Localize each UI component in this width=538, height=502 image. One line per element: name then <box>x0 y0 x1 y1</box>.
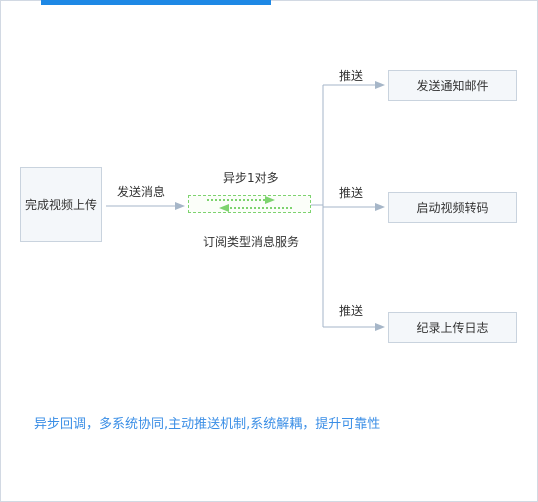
target-label-log: 纪录上传日志 <box>416 321 489 335</box>
summary-text: 异步回调，多系统协同,主动推送机制,系统解耦，提升可靠性 <box>34 417 381 432</box>
top-accent-bar <box>41 0 271 5</box>
subscription-label: 订阅类型消息服务 <box>203 235 300 249</box>
target-box-transcode: 启动视频转码 <box>388 192 517 223</box>
source-box: 完成视频上传 <box>20 167 102 242</box>
push-label-3: 推送 <box>339 304 364 318</box>
bus-backward-arrowhead <box>219 204 229 212</box>
target-label-transcode: 启动视频转码 <box>416 201 489 215</box>
target-box-email: 发送通知邮件 <box>388 70 517 101</box>
async-label: 异步1对多 <box>223 171 279 185</box>
bus-arrows <box>207 196 292 212</box>
push-label-1: 推送 <box>339 69 364 83</box>
source-label: 完成视频上传 <box>24 198 97 212</box>
target-label-email: 发送通知邮件 <box>416 79 489 93</box>
push-label-2: 推送 <box>339 186 364 200</box>
message-bus <box>188 195 311 213</box>
send-message-label: 发送消息 <box>117 185 166 199</box>
bus-forward-arrowhead <box>265 196 275 204</box>
target-box-log: 纪录上传日志 <box>388 312 517 343</box>
